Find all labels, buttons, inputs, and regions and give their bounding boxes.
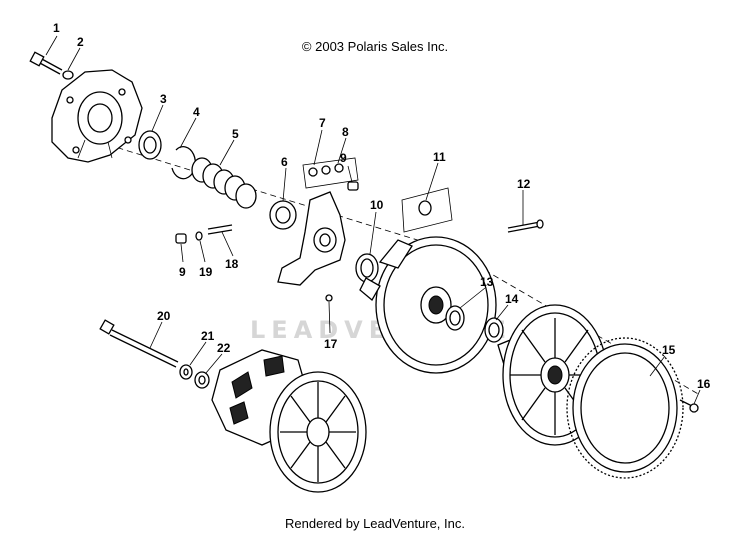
callout-1: 1 [53,21,60,35]
part-9-plug-lower [175,233,187,244]
callout-17: 17 [324,337,338,351]
drive-clutch-assembly [211,349,367,493]
part-14-ring [484,317,504,343]
callout-6: 6 [281,155,288,169]
callout-21: 21 [201,329,215,343]
part-19-clip [195,231,203,241]
part-7-8-hardware [302,157,359,189]
part-22-nut [194,371,210,389]
part-15-ring-gear [566,337,684,479]
callout-10: 10 [370,198,384,212]
part-4-snap-ring [171,146,196,180]
callout-9-lower: 9 [179,265,186,279]
part-17-fitting [325,294,333,302]
part-1-bolt [29,51,63,75]
part-2-washer [62,70,74,80]
callout-22: 22 [217,341,231,355]
callout-13: 13 [480,275,494,289]
callout-18: 18 [225,257,239,271]
part-6-roller [269,200,297,230]
callout-12: 12 [517,177,531,191]
callout-9-upper: 9 [340,151,347,165]
part-12-pin [507,219,544,233]
callout-11: 11 [433,150,446,164]
spider-arm [277,191,346,286]
callout-20: 20 [157,309,171,323]
callout-2: 2 [77,35,84,49]
part-13-ring [445,305,465,331]
callout-labels: 1 2 3 4 5 6 7 8 9 10 11 12 13 14 15 16 1… [53,21,711,391]
copyright-notice: © 2003 Polaris Sales Inc. [301,39,449,54]
callout-19: 19 [199,265,213,279]
callout-7: 7 [319,116,326,130]
part-9-plug-upper [347,181,359,191]
callout-14: 14 [505,292,519,306]
part-10-seal [355,253,379,283]
callout-8: 8 [342,125,349,139]
part-21-washer [179,364,193,380]
callout-5: 5 [232,127,239,141]
callout-4: 4 [193,105,200,119]
callout-3: 3 [160,92,167,106]
part-18-pin [207,224,233,235]
callout-15: 15 [662,343,676,357]
part-11-bracket [401,187,453,233]
rendered-by-note: Rendered by LeadVenture, Inc. [285,516,465,531]
callout-16: 16 [697,377,711,391]
part-20-bolt [99,319,179,368]
part-3-bushing [138,130,162,160]
part-5-spring [191,157,257,209]
moveable-sheave [359,236,497,374]
cover-plate [51,69,143,163]
leader-lines [45,35,701,405]
